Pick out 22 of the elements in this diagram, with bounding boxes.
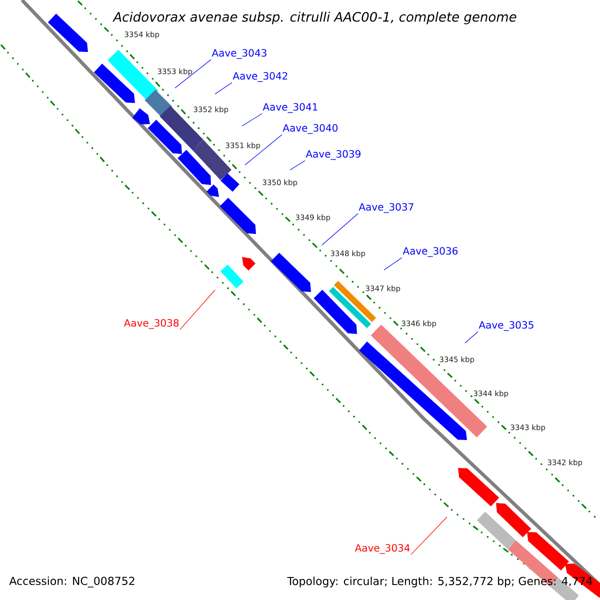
gene-label: Aave_3034 <box>354 544 410 554</box>
leader-line <box>322 213 358 246</box>
gene-label: Aave_3043 <box>212 49 266 59</box>
gene-label: Aave_3035 <box>478 321 534 331</box>
leader-line <box>464 331 478 344</box>
leader-line <box>180 290 216 330</box>
gene-label: Aave_3037 <box>358 203 414 213</box>
leader-line <box>174 59 212 88</box>
leader-line <box>244 134 282 166</box>
gene-label: Aave_3040 <box>282 124 338 134</box>
leader-line <box>214 82 232 94</box>
gene-label: Aave_3036 <box>402 247 458 257</box>
gene-label: Aave_3038 <box>124 319 179 329</box>
title: Acidovorax avenae subsp. citrulli AAC00-1, complete genome <box>112 12 516 24</box>
gene-label: Aave_3042 <box>232 72 288 82</box>
gene-label: Aave_3041 <box>262 103 318 113</box>
accession-text: Accession: NC_008752 <box>9 576 134 588</box>
gene-label: Aave_3039 <box>306 150 360 160</box>
leader-line <box>242 113 262 126</box>
leader-line <box>290 160 306 170</box>
leader-line <box>410 516 448 555</box>
leader-line <box>384 257 402 270</box>
